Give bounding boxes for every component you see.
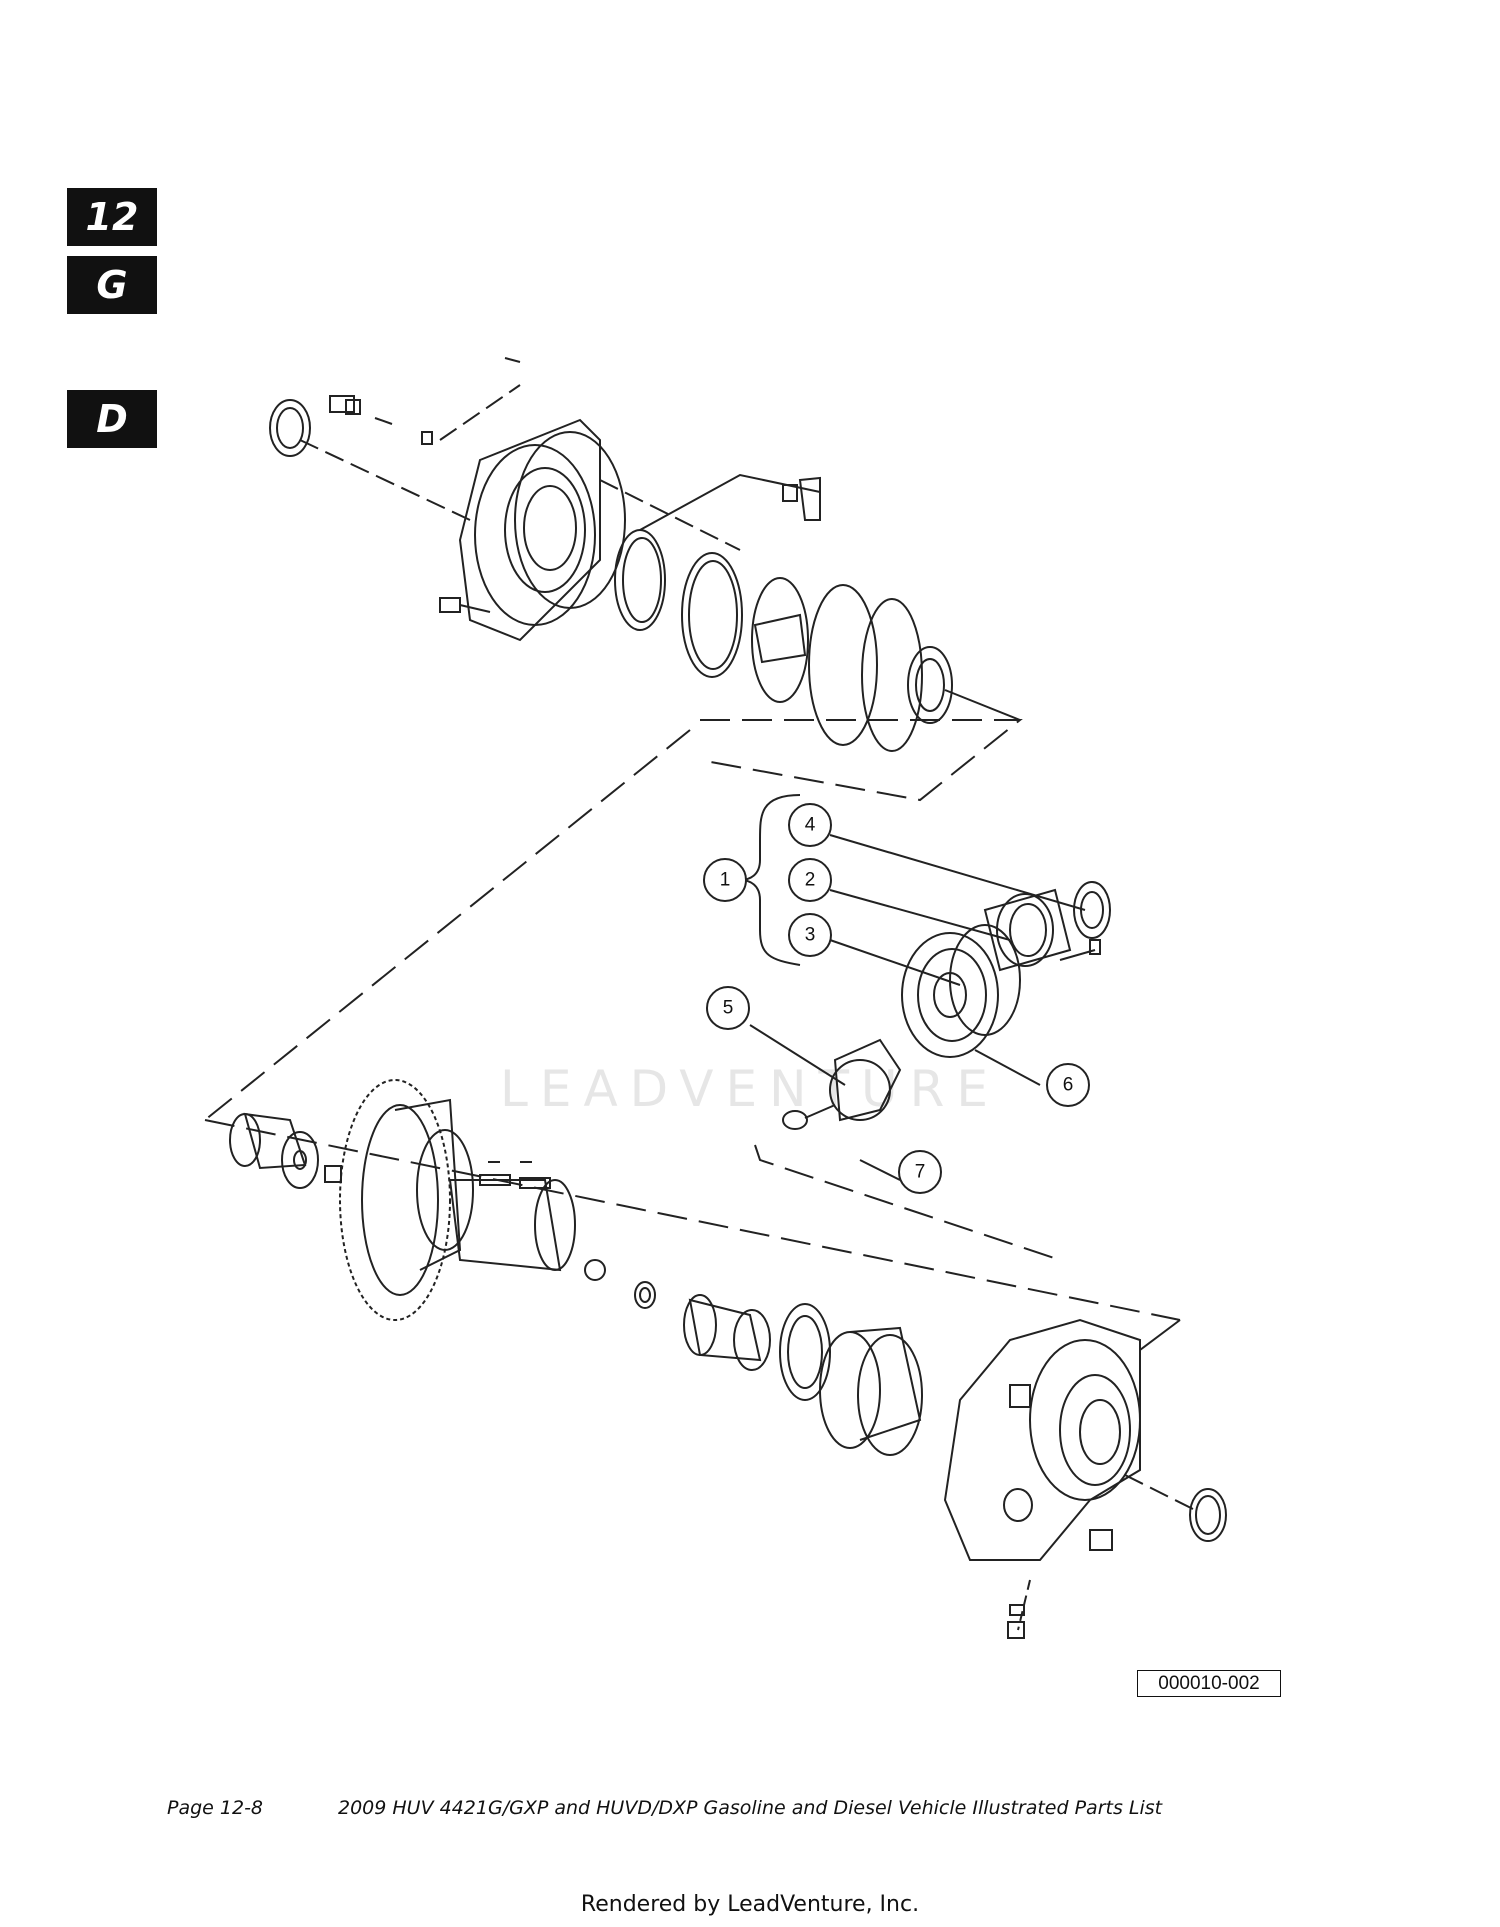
callout-6 [1046,1063,1090,1107]
callout-3 [788,913,832,957]
figure-id-box: 000010-002 [1137,1670,1281,1697]
lower-sleeve [229,1112,319,1189]
pinion-gear [782,1038,902,1130]
callout-7-label: 7 [915,1162,926,1183]
ring-gear [339,1079,462,1321]
gear-case [943,1318,1141,1561]
differential-carrier [416,1129,576,1272]
section-tab-12: 12 [67,188,157,246]
upper-seal [269,399,311,457]
callout-2-label: 2 [805,870,816,891]
footer-page-number: Page 12-8 [167,1797,264,1819]
callout-1 [703,858,747,902]
callout-7 [898,1150,942,1194]
watermark: LEADVENTURE [500,1060,1000,1118]
callout-6-label: 6 [1063,1075,1074,1096]
section-tab-d: D [67,390,157,448]
footer-document-title: 2009 HUV 4421G/GXP and HUVD/DXP Gasoline… [338,1797,1163,1819]
callout-5 [706,986,750,1030]
pinion-cover [983,888,1072,972]
section-tab-g: G [67,256,157,314]
callout-4 [788,803,832,847]
callout-5-label: 5 [723,998,734,1019]
callout-2 [788,858,832,902]
upper-housing [458,418,601,642]
rendered-by-credit: Rendered by LeadVenture, Inc. [580,1892,920,1917]
callout-1-label: 1 [720,870,731,891]
callout-4-label: 4 [805,815,816,836]
lower-bearing [683,1294,771,1371]
callout-3-label: 3 [805,925,816,946]
